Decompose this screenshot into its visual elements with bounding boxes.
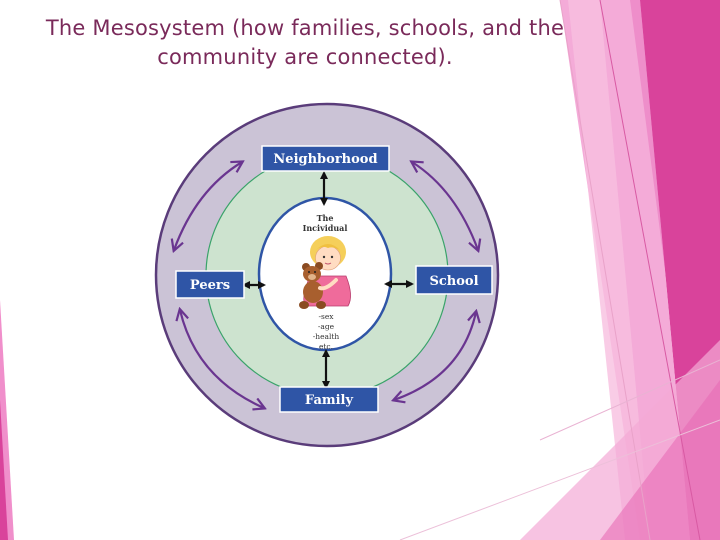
- node-neighborhood-label: Neighborhood: [273, 152, 377, 167]
- individual-attr-etc: etc.: [319, 342, 333, 351]
- individual-label-line2: Incividual: [303, 223, 348, 233]
- curved-arrow-top-right: [412, 162, 478, 250]
- slide-title: The Mesosystem (how families, schools, a…: [45, 16, 565, 69]
- node-family: Family: [279, 386, 379, 413]
- individual-attr-sex: -sex: [318, 312, 334, 321]
- individual-attr-health: -health: [313, 332, 340, 341]
- node-school: School: [415, 265, 493, 295]
- child-with-teddy-illustration: [299, 236, 351, 309]
- individual-attr-age: -age: [318, 322, 335, 331]
- node-peers: Peers: [175, 270, 245, 299]
- node-school-label: School: [429, 274, 478, 289]
- mesosystem-diagram: Neighborhood Peers School Family The Inc…: [154, 102, 500, 448]
- curved-arrow-top-left: [174, 162, 242, 250]
- individual-label-line1: The: [317, 213, 334, 223]
- node-family-label: Family: [305, 393, 354, 408]
- curved-arrow-bottom-left: [180, 310, 264, 408]
- curved-arrow-bottom-right: [394, 312, 476, 400]
- node-peers-label: Peers: [190, 278, 230, 293]
- node-neighborhood: Neighborhood: [261, 145, 390, 172]
